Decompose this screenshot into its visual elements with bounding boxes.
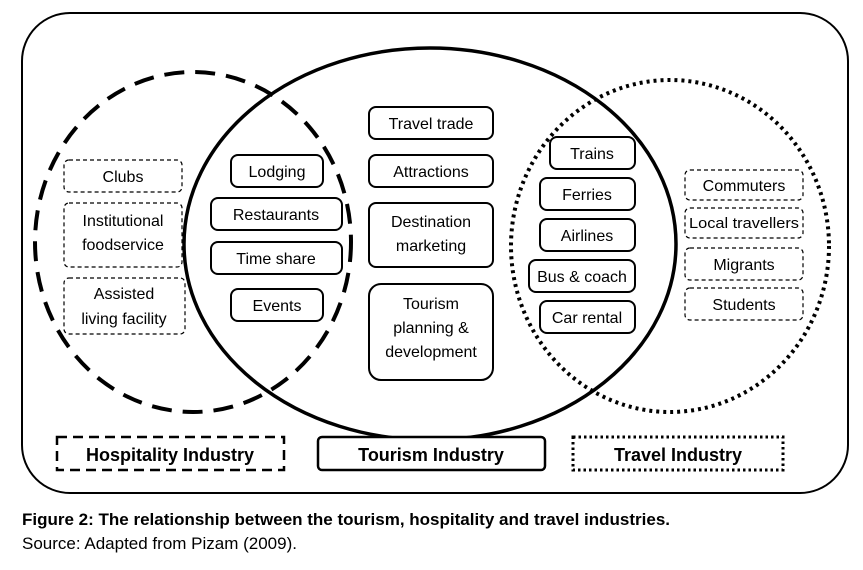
item-planning-line2: planning & — [393, 320, 469, 337]
legend-travel-box — [571, 435, 785, 472]
legend: Hospitality Industry Tourism Industry Tr… — [55, 435, 785, 472]
legend-hospitality-box — [55, 435, 286, 472]
item-planning-line1: Tourism — [403, 296, 459, 313]
item-destination-line1: Destination — [391, 214, 471, 231]
item-commuters: Commuters — [703, 178, 786, 195]
item-attractions: Attractions — [393, 164, 469, 181]
item-airlines: Airlines — [561, 228, 613, 245]
item-institutional-line1: Institutional — [83, 213, 164, 230]
item-destination-line2: marketing — [396, 238, 466, 255]
travel-circle — [509, 78, 831, 414]
industry-venn-diagram: Clubs Institutional foodservice Assisted… — [21, 12, 849, 494]
item-car-rental: Car rental — [552, 310, 622, 327]
outer-frame — [21, 12, 849, 494]
tourism-travel-items: Trains Ferries Airlines Bus & coach Car … — [528, 136, 636, 334]
item-assisted-line1: Assisted — [94, 286, 154, 303]
item-restaurants: Restaurants — [233, 207, 319, 224]
travel-only-items: Commuters Local travellers Migrants Stud… — [684, 169, 804, 321]
hospitality-only-items: Clubs Institutional foodservice Assisted… — [63, 159, 186, 335]
legend-tourism: Tourism Industry — [358, 445, 504, 465]
item-assisted-line2: living facility — [81, 311, 166, 328]
item-events: Events — [253, 298, 302, 315]
item-migrants: Migrants — [713, 257, 774, 274]
item-time-share: Time share — [236, 251, 316, 268]
item-clubs: Clubs — [103, 169, 144, 186]
hospitality-circle — [33, 70, 353, 414]
item-students: Students — [712, 297, 775, 314]
item-ferries: Ferries — [562, 187, 612, 204]
item-planning-line3: development — [385, 344, 477, 361]
item-institutional-line2: foodservice — [82, 237, 164, 254]
item-trains: Trains — [570, 146, 614, 163]
legend-tourism-box — [316, 435, 547, 472]
caption-title: Figure 2: The relationship between the t… — [22, 510, 671, 529]
item-bus-coach: Bus & coach — [537, 269, 627, 286]
caption-source: Source: Adapted from Pizam (2009). — [22, 534, 297, 553]
item-lodging: Lodging — [249, 164, 306, 181]
tourism-only-items: Travel trade Attractions Destination mar… — [368, 106, 494, 381]
legend-travel: Travel Industry — [614, 445, 742, 465]
item-travel-trade: Travel trade — [389, 116, 474, 133]
figure-caption: Figure 2: The relationship between the t… — [22, 508, 852, 556]
item-local-travellers: Local travellers — [689, 215, 799, 232]
legend-hospitality: Hospitality Industry — [86, 445, 254, 465]
hospitality-tourism-items: Lodging Restaurants Time share Events — [210, 154, 343, 322]
